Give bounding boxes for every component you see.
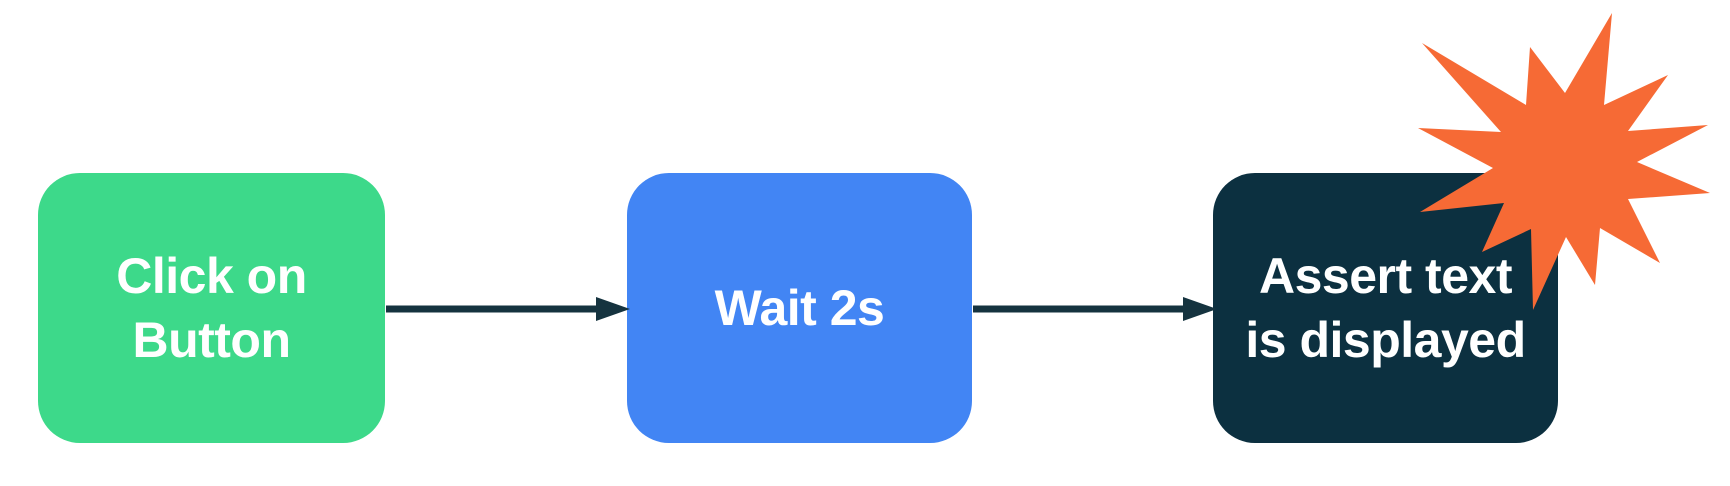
arrow-step2-to-step3-icon — [973, 297, 1217, 321]
node-wait-2s: Wait 2s — [627, 173, 972, 443]
node-label: Assert text is displayed — [1245, 248, 1526, 368]
node-assert-text: Assert text is displayed — [1213, 173, 1558, 443]
node-click-on-button: Click on Button — [38, 173, 385, 443]
node-label: Click on Button — [116, 248, 307, 368]
node-label: Wait 2s — [714, 280, 885, 336]
arrow-step1-to-step2-icon — [386, 297, 630, 321]
